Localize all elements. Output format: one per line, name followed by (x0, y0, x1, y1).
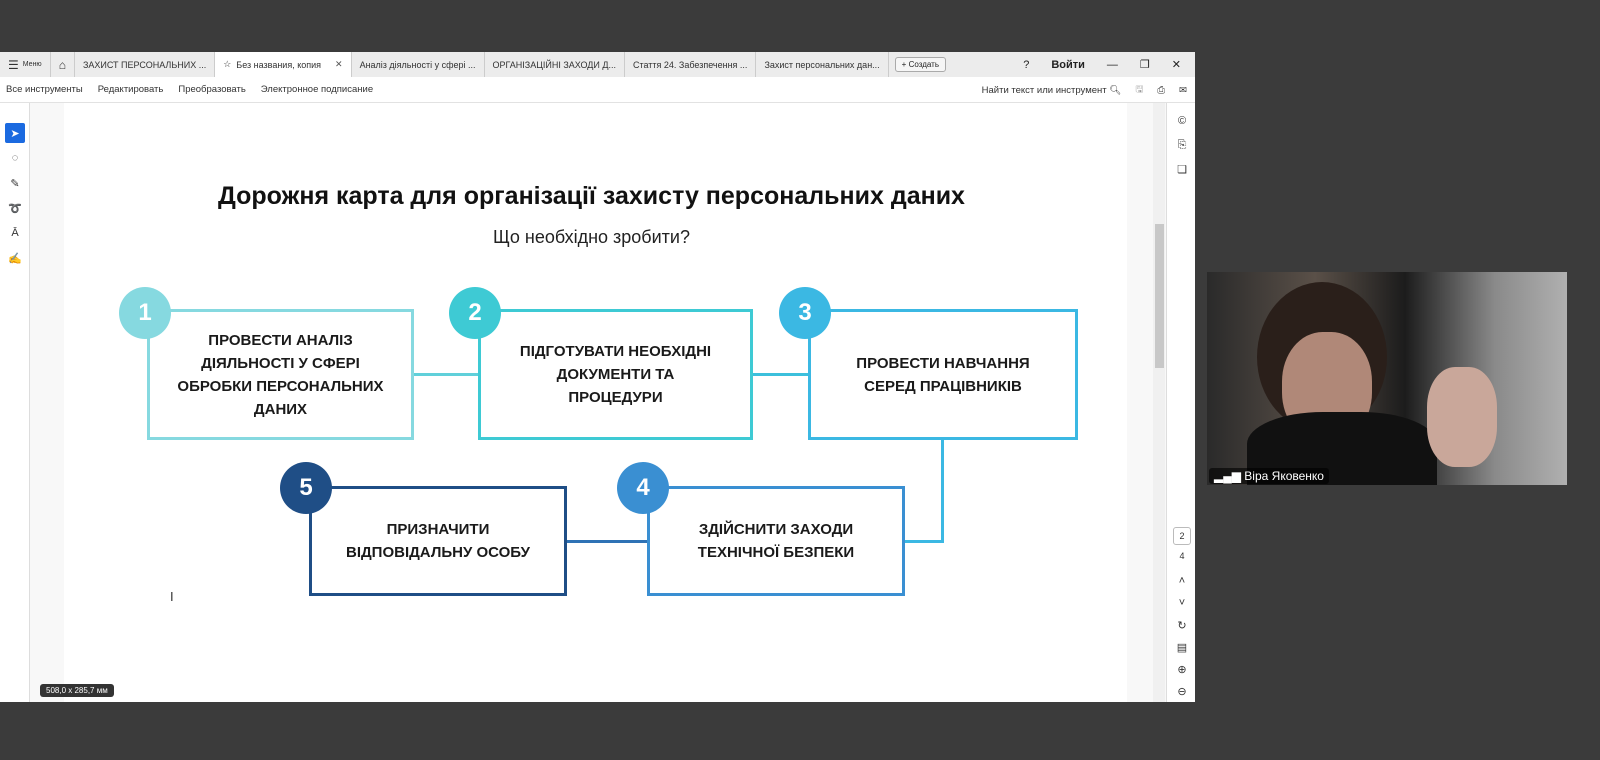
login-button[interactable]: Войти (1051, 58, 1085, 71)
step-3-number: 3 (779, 287, 831, 339)
esign-button[interactable]: Электронное подписание (260, 84, 374, 95)
hamburger-icon: ☰ (8, 57, 19, 72)
step-5-box: ПРИЗНАЧИТИ ВІДПОВІДАЛЬНУ ОСОБУ (309, 486, 567, 596)
text-cursor-icon: I (170, 589, 174, 604)
comment-icon[interactable]: ◌ (11, 152, 19, 164)
menu-button[interactable]: ☰Меню (0, 52, 51, 77)
convert-button[interactable]: Преобразовать (178, 84, 246, 95)
right-panel: © ⎘ ❏ 2 4 ˄ ˅ ↻ ▤ ⊕ ⊖ (1166, 103, 1195, 702)
save-icon[interactable]: 🖫 (1135, 84, 1144, 95)
page-up-icon[interactable]: ˄ (1178, 575, 1186, 587)
home-button[interactable]: ⌂ (51, 52, 75, 77)
signal-icon: ▂▄▆ (1214, 469, 1245, 483)
step-3-box: ПРОВЕСТИ НАВЧАННЯ СЕРЕД ПРАЦІВНИКІВ (808, 309, 1078, 440)
page-size-tooltip: 508,0 x 285,7 мм (40, 684, 114, 697)
create-tab-button[interactable]: + Создать (894, 57, 946, 72)
zoom-in-icon[interactable]: ⊕ (1177, 664, 1187, 676)
page-down-icon[interactable]: ˅ (1178, 597, 1186, 609)
connector-4-5 (566, 540, 648, 543)
step-4-number: 4 (617, 462, 669, 514)
close-window-icon[interactable]: ✕ (1171, 59, 1181, 71)
connector-3-4-horizontal (903, 540, 944, 543)
connector-1-2 (413, 373, 479, 376)
pen-icon[interactable]: ✎ (10, 177, 20, 190)
minimize-icon[interactable]: — (1106, 58, 1118, 71)
tab-doc-6[interactable]: Захист персональних дан... (756, 52, 889, 77)
step-4-box: ЗДІЙСНИТИ ЗАХОДИ ТЕХНІЧНОЇ БЕЗПЕКИ (647, 486, 905, 596)
step-5-number: 5 (280, 462, 332, 514)
home-icon: ⌂ (58, 57, 66, 72)
copy-pages-icon[interactable]: ❏ (1177, 164, 1187, 176)
scrollbar-thumb[interactable] (1155, 224, 1164, 368)
connector-2-3 (752, 373, 809, 376)
restore-icon[interactable]: ❐ (1139, 59, 1150, 71)
connector-3-4-vertical (941, 439, 944, 543)
star-icon: ☆ (223, 59, 232, 69)
tab-doc-5[interactable]: Стаття 24. Забезпечення ... (625, 52, 757, 77)
text-box-icon[interactable]: Ā (11, 227, 19, 239)
toolbar: Все инструменты Редактировать Преобразов… (0, 77, 1195, 103)
search-icon: 🔍︎ (1109, 84, 1122, 96)
close-tab-icon[interactable]: ✕ (335, 59, 343, 69)
participant-video[interactable] (1207, 272, 1567, 485)
page-fit-icon[interactable]: ▤ (1176, 642, 1188, 654)
bookmark-icon[interactable]: ⎘ (1177, 139, 1187, 151)
left-tool-palette: ➤ ◌ ✎ ➰ Ā ✍ (0, 103, 30, 702)
step-1-number: 1 (119, 287, 171, 339)
help-icon[interactable]: ? (1023, 58, 1030, 71)
slide-subtitle: Що необхідно зробити? (493, 227, 690, 247)
comments-panel-icon[interactable]: © (1177, 115, 1187, 127)
lasso-icon[interactable]: ➰ (8, 202, 22, 215)
step-2-number: 2 (449, 287, 501, 339)
slide-title: Дорожня карта для організації захисту пе… (218, 182, 965, 210)
tab-doc-4[interactable]: ОРГАНІЗАЦІЙНІ ЗАХОДИ Д... (485, 52, 625, 77)
print-icon[interactable]: ⎙ (1157, 84, 1166, 96)
page-number-input[interactable]: 2 (1173, 527, 1191, 545)
step-2-box: ПІДГОТУВАТИ НЕОБХІДНІ ДОКУМЕНТИ ТА ПРОЦЕ… (478, 309, 753, 440)
rotate-icon[interactable]: ↻ (1177, 620, 1187, 632)
search-tools-input[interactable]: Найти текст или инструмент 🔍︎ (981, 84, 1122, 96)
tab-doc-1[interactable]: ЗАХИСТ ПЕРСОНАЛЬНИХ ... (75, 52, 216, 77)
tab-bar: ☰Меню ⌂ ЗАХИСТ ПЕРСОНАЛЬНИХ ... ☆Без наз… (0, 52, 1195, 77)
step-1-box: ПРОВЕСТИ АНАЛІЗ ДІЯЛЬНОСТІ У СФЕРІ ОБРОБ… (147, 309, 414, 440)
email-icon[interactable]: ✉ (1179, 84, 1187, 96)
participant-hand (1427, 367, 1497, 467)
all-tools-button[interactable]: Все инструменты (6, 84, 83, 95)
select-cursor-icon[interactable]: ➤ (5, 123, 25, 143)
tab-doc-2[interactable]: ☆Без названия, копия✕ (215, 52, 352, 77)
edit-button[interactable]: Редактировать (97, 84, 164, 95)
participant-name-label: ▂▄▆ Віра Яковенко (1209, 468, 1329, 484)
zoom-out-icon[interactable]: ⊖ (1177, 686, 1187, 698)
tab-doc-3[interactable]: Аналіз діяльності у сфері ... (352, 52, 485, 77)
page-total: 4 (1179, 551, 1185, 561)
signature-icon[interactable]: ✍ (8, 252, 22, 265)
